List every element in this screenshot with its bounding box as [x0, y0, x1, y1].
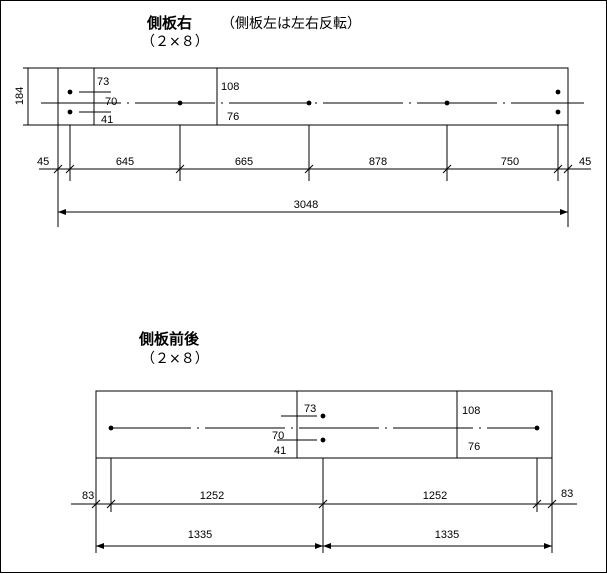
dimension-tick — [532, 499, 542, 509]
dimension-tick — [442, 164, 452, 174]
panel2-seg: 83 — [561, 488, 573, 500]
dimension-tick — [547, 499, 557, 509]
panel1-hole — [306, 100, 312, 106]
panel2-seg: 1252 — [423, 490, 447, 502]
dimension-tick — [106, 499, 116, 509]
arrow-icon — [315, 543, 323, 549]
panel2-title: 側板前後 — [138, 330, 200, 348]
panel1-hole — [177, 100, 183, 106]
panel1-offset-top: 73 — [97, 76, 109, 88]
panel1-side-top: 108 — [221, 81, 239, 93]
panel1-seg: 645 — [116, 156, 134, 168]
panel1-note: （側板左は左右反転） — [221, 16, 361, 32]
panel1-side-bottom: 76 — [227, 111, 239, 123]
dimension-tick — [304, 164, 314, 174]
dimension-tick — [563, 164, 573, 174]
arrow-icon — [323, 543, 331, 549]
panel2-board — [95, 390, 553, 459]
panel2-offset-center: 70 — [272, 430, 284, 442]
panel1-hole — [444, 100, 450, 106]
panel1-hole — [555, 89, 561, 95]
panel1-seg: 45 — [579, 156, 591, 168]
panel1-total: 3048 — [294, 199, 318, 211]
panel2-seg: 83 — [82, 490, 94, 502]
panel2-hole — [534, 425, 540, 431]
panel1-seg: 878 — [369, 156, 387, 168]
arrow-icon — [58, 209, 66, 215]
dimension-tick — [53, 164, 63, 174]
panel1-hole — [67, 109, 73, 115]
dimension-tick — [553, 164, 563, 174]
panel2-size: （２×８） — [141, 351, 209, 367]
panel1-title: 側板右 — [146, 14, 192, 32]
arrow-icon — [96, 543, 104, 549]
panel1-hole — [67, 89, 73, 95]
panel1-hole — [555, 109, 561, 115]
panel2-side-top: 108 — [462, 405, 480, 417]
panel2-offset-top: 73 — [304, 403, 316, 415]
panel2-hole — [108, 425, 114, 431]
panel2-hole — [320, 437, 326, 443]
dimension-tick — [65, 164, 75, 174]
panel1-size: （２×８） — [141, 34, 209, 50]
arrow-icon — [544, 543, 552, 549]
panel1-board — [57, 67, 569, 126]
panel1-offset-bottom: 41 — [101, 114, 113, 126]
panel2-half: 1335 — [188, 529, 212, 541]
panel2-half: 1335 — [435, 529, 459, 541]
panel2-seg: 1252 — [200, 490, 224, 502]
dimension-tick — [91, 499, 101, 509]
panel2-side-bottom: 76 — [468, 441, 480, 453]
panel1-seg: 45 — [37, 156, 49, 168]
panel1-height-label: 184 — [14, 87, 26, 105]
panel2-hole — [320, 413, 326, 419]
dimension-tick — [175, 164, 185, 174]
panel1-seg: 750 — [501, 156, 519, 168]
dimension-tick — [318, 499, 328, 509]
panel1-offset-center: 70 — [105, 96, 117, 108]
panel2-offset-bottom: 41 — [274, 445, 286, 457]
panel1-seg: 665 — [235, 156, 253, 168]
arrow-icon — [560, 209, 568, 215]
